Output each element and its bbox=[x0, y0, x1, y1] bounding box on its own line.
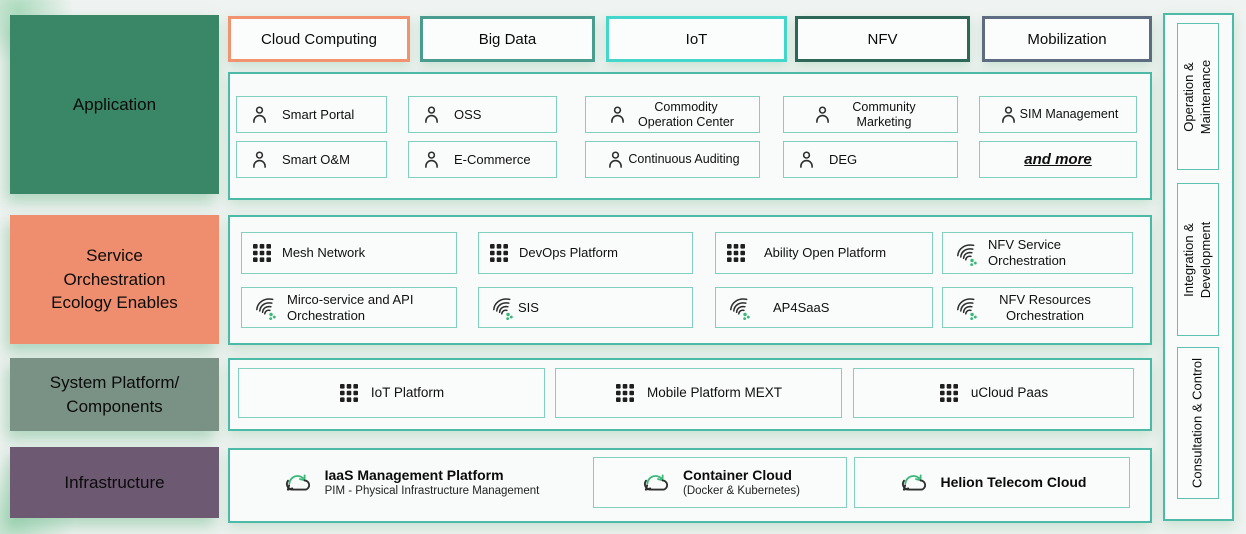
plat-item-ucloud-paas: uCloud Paas bbox=[853, 368, 1134, 418]
sidebar-item-integration-development: Integration & Development bbox=[1177, 183, 1219, 336]
svc-item-ability-open-platform: Ability Open Platform bbox=[715, 232, 933, 274]
infra-item-text: Container Cloud (Docker & Kubernetes) bbox=[683, 467, 800, 499]
app-item-label: and more bbox=[1024, 150, 1092, 168]
tab-cloud-computing: Cloud Computing bbox=[228, 16, 410, 62]
app-item-label: Commodity Operation Center bbox=[638, 99, 734, 129]
user-icon bbox=[425, 106, 438, 123]
tab-nfv: NFV bbox=[795, 16, 970, 62]
user-icon bbox=[610, 106, 624, 123]
user-icon bbox=[253, 151, 266, 168]
infra-item-iaas-management-platform: IaaS Management Platform PIM - Physical … bbox=[238, 457, 583, 508]
app-item-continuous-auditing: Continuous Auditing bbox=[585, 141, 760, 178]
infra-item-container-cloud: Container Cloud (Docker & Kubernetes) bbox=[593, 457, 847, 508]
plat-item-label: IoT Platform bbox=[370, 384, 445, 400]
plat-item-label: uCloud Paas bbox=[970, 384, 1049, 400]
app-item-deg: DEG bbox=[783, 141, 958, 178]
app-item-smart-portal: Smart Portal bbox=[236, 96, 387, 133]
app-item-label: Community Marketing bbox=[852, 99, 916, 129]
layer-label-application: Application bbox=[10, 15, 219, 194]
tab-big-data: Big Data bbox=[420, 16, 595, 62]
svc-item-nfv-resources-orchestration: NFV Resources Orchestration bbox=[942, 287, 1133, 328]
svc-item-label: Ability Open Platform bbox=[764, 245, 887, 261]
grid-icon bbox=[490, 244, 508, 262]
orchestration-icon bbox=[730, 298, 751, 320]
panel-application bbox=[228, 72, 1152, 200]
app-item-label: DEG bbox=[829, 151, 858, 167]
svc-item-label: AP4SaaS bbox=[773, 299, 830, 315]
infra-item-text: IaaS Management Platform PIM - Physical … bbox=[325, 467, 540, 499]
layer-label-infrastructure: Infrastructure bbox=[10, 447, 219, 518]
cloud-sync-icon bbox=[901, 474, 926, 491]
svc-item-mesh-network: Mesh Network bbox=[241, 232, 457, 274]
plat-item-iot-platform: IoT Platform bbox=[238, 368, 545, 418]
plat-item-mobile-platform-mext: Mobile Platform MEXT bbox=[555, 368, 842, 418]
cloud-sync-icon bbox=[285, 474, 310, 491]
app-item-commodity-operation-center: Commodity Operation Center bbox=[585, 96, 760, 133]
app-item-community-marketing: Community Marketing bbox=[783, 96, 958, 133]
orchestration-icon bbox=[256, 298, 277, 320]
plat-item-label: Mobile Platform MEXT bbox=[646, 384, 783, 400]
app-item-label: SIM Management bbox=[1019, 107, 1119, 121]
infra-item-helion-telecom-cloud: Helion Telecom Cloud bbox=[854, 457, 1130, 508]
user-icon bbox=[609, 151, 623, 168]
svc-item-label: NFV Service Orchestration bbox=[988, 237, 1067, 268]
sidebar-item-label: Consultation & Control bbox=[1189, 357, 1205, 489]
sidebar-item-consultation-control: Consultation & Control bbox=[1177, 347, 1219, 499]
svc-item-label: Mirco-service and API Orchestration bbox=[287, 291, 414, 323]
tab-mobilization: Mobilization bbox=[982, 16, 1152, 62]
svc-item-nfv-service-orchestration: NFV Service Orchestration bbox=[942, 232, 1133, 274]
svc-item-label: NFV Resources Orchestration bbox=[999, 291, 1091, 323]
user-icon bbox=[816, 106, 829, 123]
app-item-and-more: and more bbox=[979, 141, 1137, 178]
user-icon bbox=[800, 151, 813, 168]
sidebar-item-operation-maintenance: Operation & Maintenance bbox=[1177, 23, 1219, 170]
infra-item-title: Container Cloud bbox=[683, 466, 792, 483]
infra-item-text: Helion Telecom Cloud bbox=[941, 474, 1087, 491]
user-icon bbox=[425, 151, 438, 168]
app-item-label: Continuous Auditing bbox=[628, 152, 740, 166]
user-icon bbox=[253, 106, 266, 123]
tab-iot: IoT bbox=[606, 16, 787, 62]
orchestration-icon bbox=[957, 298, 978, 320]
svc-item-devops-platform: DevOps Platform bbox=[478, 232, 693, 274]
app-item-oss: OSS bbox=[408, 96, 557, 133]
svc-item-sis: SIS bbox=[478, 287, 693, 328]
layer-label-service-orchestration: Service Orchestration Ecology Enables bbox=[10, 215, 219, 344]
sidebar-item-label: Operation & Maintenance bbox=[1181, 59, 1213, 134]
app-item-sim-management: SIM Management bbox=[979, 96, 1137, 133]
grid-icon bbox=[939, 384, 958, 402]
svc-item-micro-service-api-orchestration: Mirco-service and API Orchestration bbox=[241, 287, 457, 328]
svc-item-label: SIS bbox=[518, 299, 539, 315]
app-item-label: Smart Portal bbox=[282, 106, 355, 122]
app-item-label: OSS bbox=[454, 106, 482, 122]
app-item-smart-oandm: Smart O&M bbox=[236, 141, 387, 178]
cloud-sync-icon bbox=[644, 474, 669, 491]
orchestration-icon bbox=[957, 243, 978, 266]
infra-item-title: Helion Telecom Cloud bbox=[940, 474, 1087, 491]
infra-item-subtitle: (Docker & Kubernetes) bbox=[683, 484, 800, 497]
grid-icon bbox=[339, 384, 358, 402]
app-item-label: E-Commerce bbox=[454, 151, 531, 167]
svc-item-label: DevOps Platform bbox=[519, 245, 618, 261]
app-item-label: Smart O&M bbox=[282, 151, 350, 167]
grid-icon bbox=[615, 384, 634, 402]
infra-item-subtitle: PIM - Physical Infrastructure Management bbox=[324, 484, 540, 497]
orchestration-icon bbox=[493, 298, 514, 320]
layer-label-system-platform: System Platform/ Components bbox=[10, 358, 219, 431]
grid-icon bbox=[253, 244, 271, 262]
user-icon bbox=[1001, 106, 1015, 123]
app-item-e-commerce: E-Commerce bbox=[408, 141, 557, 178]
svc-item-label: Mesh Network bbox=[282, 245, 366, 261]
sidebar-item-label: Integration & Development bbox=[1181, 221, 1213, 298]
svc-item-ap4saas: AP4SaaS bbox=[715, 287, 933, 328]
grid-icon bbox=[727, 244, 745, 262]
infra-item-title: IaaS Management Platform bbox=[324, 466, 504, 483]
